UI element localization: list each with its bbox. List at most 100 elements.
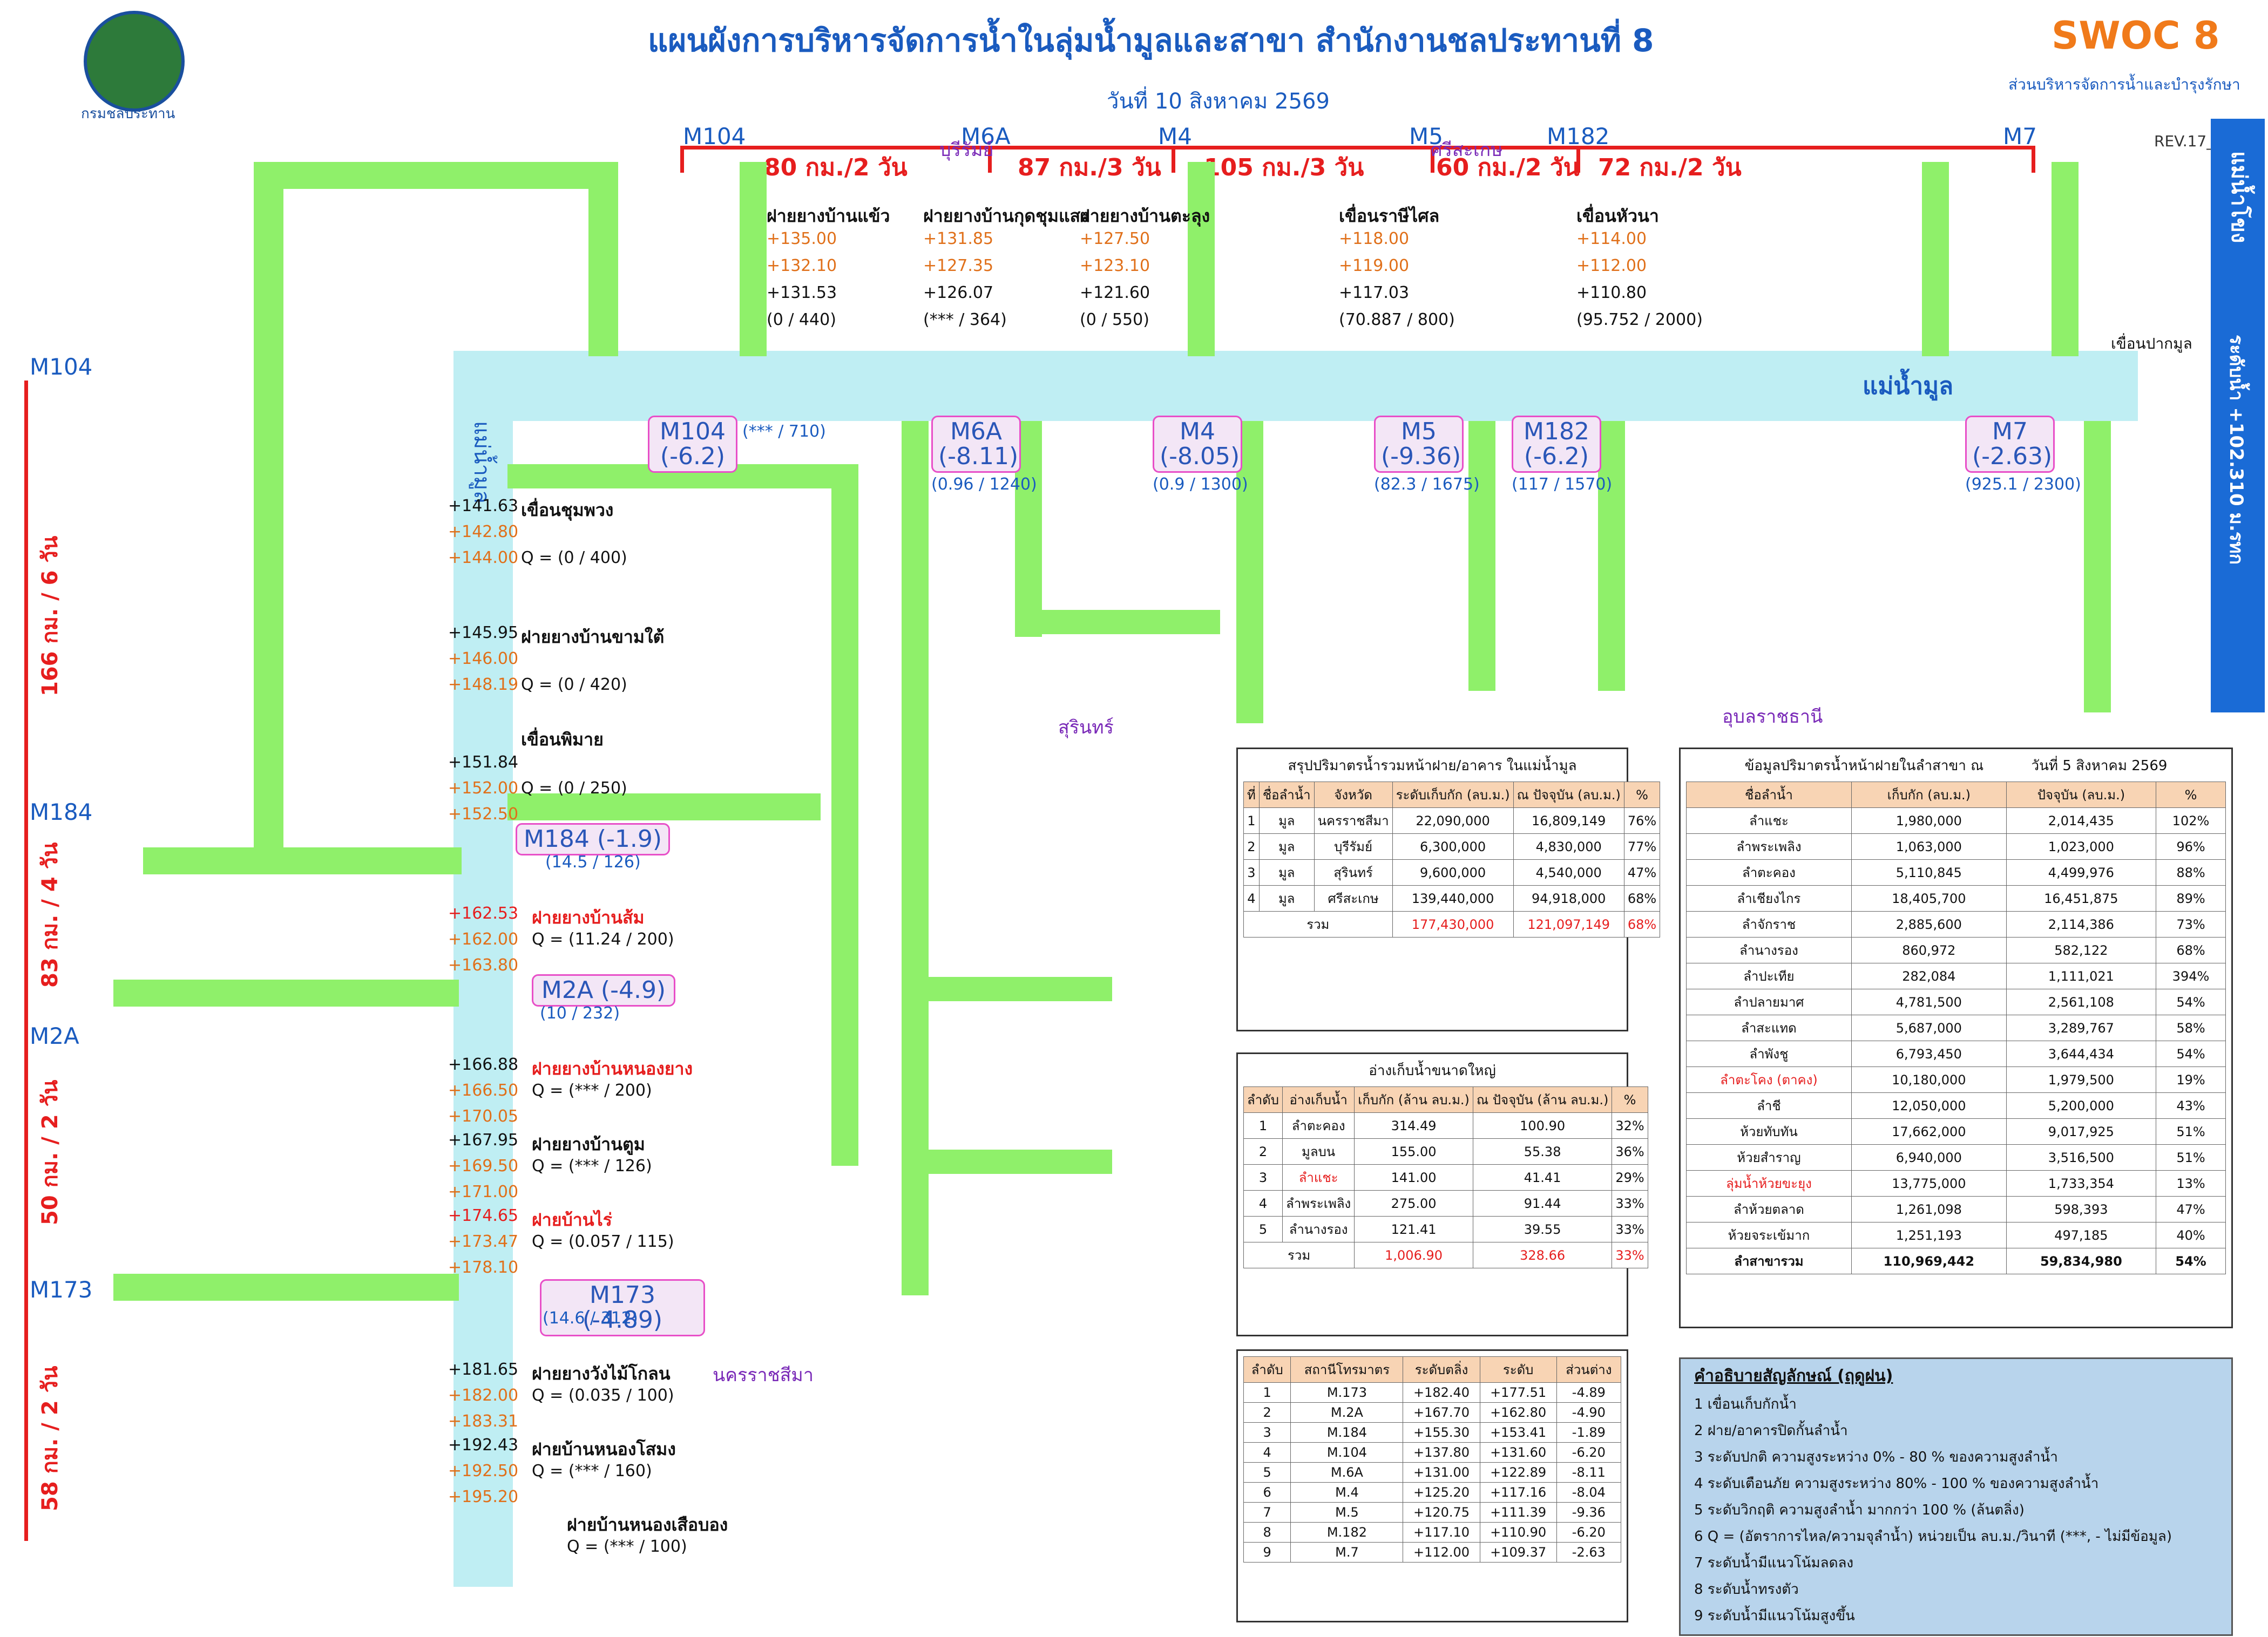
- canal: [2084, 421, 2111, 712]
- weir-level: +148.19: [448, 675, 519, 694]
- table-cell: 497,185: [2006, 1222, 2156, 1248]
- station-box-m184[interactable]: M184 (-1.9): [516, 823, 670, 855]
- table-cell: มูล: [1258, 833, 1315, 860]
- weir-storage: +169.50: [448, 1157, 519, 1176]
- weir-storage: +162.00: [448, 930, 519, 949]
- table-cell: 36%: [1612, 1138, 1648, 1165]
- table-cell: ลำตะคอง: [1686, 859, 1852, 886]
- table-cell: M.6A: [1290, 1462, 1404, 1483]
- dam-us: +110.80: [1576, 283, 1647, 302]
- table-cell: นครราชสีมา: [1314, 807, 1393, 834]
- table-cell: 2,561,108: [2006, 989, 2156, 1015]
- canal: [143, 847, 462, 874]
- canal: [113, 980, 459, 1007]
- table-cell: -8.11: [1556, 1462, 1622, 1483]
- swoc-logo: SWOC 8: [2052, 13, 2220, 58]
- table-row: 2 มูล บุรีรัมย์ 6,300,000 4,830,000 77%: [1243, 833, 1661, 860]
- station-box-value: (-2.63): [1972, 443, 2053, 470]
- station-flow: (117 / 1570): [1512, 475, 1613, 494]
- reservoir-grid: ลำดับ อ่างเก็บน้ำ เก็บกัก (ล้าน ลบ.ม.) ณ…: [1243, 1086, 1648, 1268]
- station-flow: (14.5 / 126): [545, 853, 641, 872]
- table-cell: ลำห้วยตลาด: [1686, 1196, 1852, 1222]
- dam-q: (95.752 / 2000): [1576, 310, 1703, 329]
- distance-label: 60 กม./2 วัน: [1436, 154, 1580, 181]
- table-cell: M.4: [1290, 1482, 1404, 1503]
- table-title: อ่างเก็บน้ำขนาดใหญ่: [1369, 1063, 1496, 1079]
- table-cell: 33%: [1612, 1190, 1648, 1217]
- weir-us: +174.65: [448, 1206, 519, 1225]
- top-tick: [1172, 146, 1175, 173]
- table-cell: 4,830,000: [1513, 833, 1624, 860]
- table-cell: 47%: [2155, 1196, 2226, 1222]
- table-title-row: ข้อมูลปริมาตรน้ำหน้าฝายในลำสาขา ณ วันที่…: [1681, 749, 2231, 782]
- table-cell: 860,972: [1851, 937, 2007, 963]
- table-cell: 4,499,976: [2006, 859, 2156, 886]
- station-flow: (82.3 / 1675): [1374, 475, 1480, 494]
- station-grid: ลำดับ สถานีโทรมาตร ระดับตลิ่ง ระดับ ส่วน…: [1243, 1356, 1622, 1563]
- station-box-m104[interactable]: M104 (-6.2): [648, 416, 737, 473]
- weir-level: +171.00: [448, 1183, 519, 1201]
- table-cell: +117.16: [1479, 1482, 1557, 1503]
- legend-row: 6 Q = (อัตราการไหล/ความจุลำน้ำ) หน่วยเป็…: [1694, 1529, 2172, 1545]
- dam-name: เขื่อนหัวนา: [1576, 206, 1659, 226]
- station-box-m7[interactable]: M7 (-2.63): [1965, 416, 2055, 473]
- table-cell: 2: [1243, 833, 1260, 860]
- table-cell: 7: [1243, 1502, 1291, 1523]
- left-distance-line: [24, 381, 28, 1541]
- large-reservoir-table: อ่างเก็บน้ำขนาดใหญ่ ลำดับ อ่างเก็บน้ำ เก…: [1236, 1052, 1648, 1336]
- canal: [1468, 421, 1495, 691]
- legend-row: 3 ระดับปกติ ความสูงระหว่าง 0% - 80 % ของ…: [1694, 1449, 2058, 1465]
- station-box-m4[interactable]: M4 (-8.05): [1153, 416, 1242, 473]
- table-cell: +182.40: [1403, 1382, 1480, 1403]
- station-flow: (14.6 / 312): [543, 1309, 638, 1328]
- table-cell: M.184: [1290, 1422, 1404, 1443]
- table-cell: 58%: [2155, 1015, 2226, 1041]
- table-cell: 76%: [1623, 807, 1661, 834]
- weir-level: +170.05: [448, 1107, 519, 1126]
- weir-us: +162.53: [448, 904, 519, 923]
- station-box-m173[interactable]: M173 (-4.89): [540, 1279, 705, 1336]
- table-cell: 18,405,700: [1851, 885, 2007, 912]
- province-label: สุรินทร์: [1058, 717, 1114, 738]
- weir-level: +163.80: [448, 956, 519, 975]
- province-label: ศรีสะเกษ: [1431, 139, 1503, 161]
- table-cell: 110,969,442: [1851, 1248, 2007, 1274]
- table-cell: ห้วยทับทัน: [1686, 1118, 1852, 1145]
- table-cell: +109.37: [1479, 1542, 1557, 1563]
- weir-name: ฝายยางบ้านส้ม: [532, 907, 645, 928]
- branch-volume-table: ข้อมูลปริมาตรน้ำหน้าฝายในลำสาขา ณ วันที่…: [1679, 748, 2233, 1328]
- table-cell: ลำพระเพลิง: [1686, 833, 1852, 860]
- table-cell: 22,090,000: [1392, 807, 1514, 834]
- station-box-value: (-8.05): [1160, 443, 1240, 470]
- top-tick: [988, 146, 992, 173]
- dam-level: +131.85: [923, 229, 994, 248]
- station-box-m5[interactable]: M5 (-9.36): [1374, 416, 1464, 473]
- weir-q: Q = (0 / 400): [521, 548, 627, 567]
- table-cell: -9.36: [1556, 1502, 1622, 1523]
- top-tick: [1576, 146, 1580, 173]
- table-cell: 17,662,000: [1851, 1118, 2007, 1145]
- station-box-m2a[interactable]: M2A (-4.9): [532, 974, 675, 1007]
- table-cell: ลำนางรอง: [1282, 1216, 1355, 1242]
- table-cell: +162.80: [1479, 1402, 1557, 1423]
- table-cell: 139,440,000: [1392, 885, 1514, 912]
- page-title: แผนผังการบริหารจัดการน้ำในลุ่มน้ำมูลและส…: [648, 22, 1654, 59]
- station-box-m182[interactable]: M182 (-6.2): [1512, 416, 1601, 473]
- table-cell: 1: [1243, 1112, 1283, 1139]
- weir-q: Q = (0 / 250): [521, 779, 627, 798]
- table-cell: ลำตะคอง: [1282, 1112, 1355, 1139]
- weir-us: +166.88: [448, 1055, 519, 1074]
- station-box-m6a[interactable]: M6A (-8.11): [931, 416, 1021, 473]
- station-table: ลำดับ สถานีโทรมาตร ระดับตลิ่ง ระดับ ส่วน…: [1236, 1349, 1628, 1622]
- dam-q: (70.887 / 800): [1339, 310, 1455, 329]
- table-cell: 4,781,500: [1851, 989, 2007, 1015]
- weir-storage: +182.00: [448, 1386, 519, 1405]
- weir-q: Q = (0.057 / 115): [532, 1232, 674, 1251]
- mun-river-label: แม่น้ำมูล: [1863, 372, 1954, 400]
